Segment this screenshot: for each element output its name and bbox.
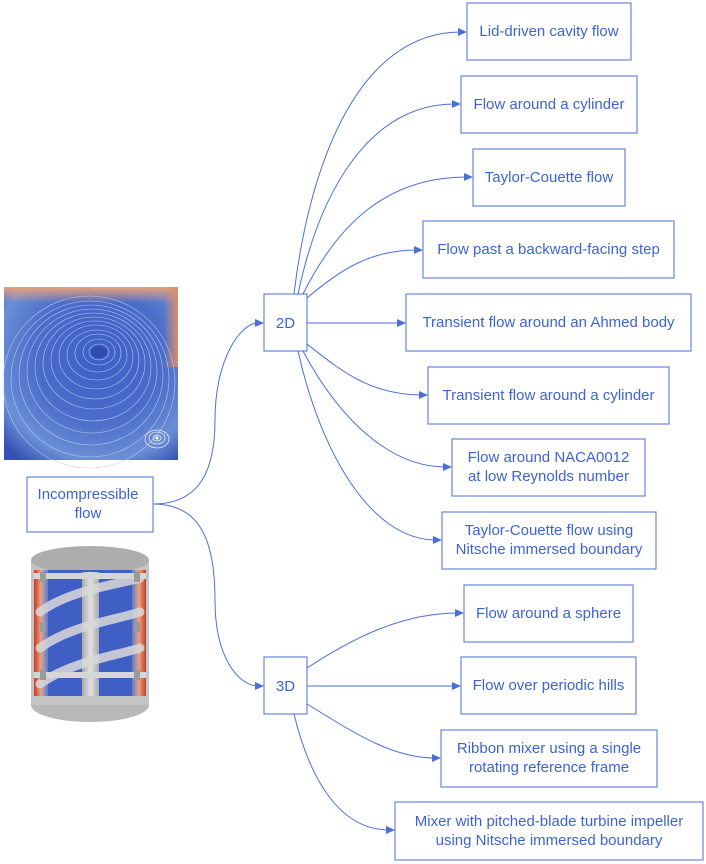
node-label: Taylor-Couette flow using xyxy=(465,522,633,539)
edge-2d-taylor-couette-nitsche-arrowhead xyxy=(433,536,442,544)
node-flow-over-periodic-hills: Flow over periodic hills xyxy=(460,656,637,715)
node-3d: 3D xyxy=(263,656,308,715)
edge-2d-transient-cylinder xyxy=(306,343,423,396)
edge-3d-pbt-mixer-arrowhead xyxy=(386,826,395,834)
node-label: Flow around a cylinder xyxy=(474,96,625,113)
node-transient-flow-cylinder: Transient flow around a cylinder xyxy=(427,366,670,425)
edge-2d-lid-driven-cavity-arrowhead xyxy=(458,28,467,36)
node-label: rotating reference frame xyxy=(469,759,629,776)
node-label: Flow past a backward-facing step xyxy=(437,241,660,258)
node-label: 2D xyxy=(276,315,295,332)
edge-2d-flow-around-cylinder xyxy=(297,103,456,295)
edge-2d-lid-driven-cavity xyxy=(293,31,462,295)
edge-2d-backward-step-arrowhead xyxy=(414,246,423,254)
edge-root-to-2d xyxy=(152,322,259,505)
edge-2d-naca0012 xyxy=(302,350,447,468)
node-lid-driven-cavity-flow: Lid-driven cavity flow xyxy=(466,2,632,61)
node-transient-flow-ahmed-body: Transient flow around an Ahmed body xyxy=(405,293,692,352)
node-taylor-couette-nitsche: Taylor-Couette flow using Nitsche immers… xyxy=(441,511,657,570)
edge-2d-ahmed-body-arrowhead xyxy=(397,319,406,327)
node-flow-past-backward-facing-step: Flow past a backward-facing step xyxy=(422,220,675,279)
node-incompressible-flow: Incompressible flow xyxy=(26,476,154,533)
edge-2d-taylor-couette xyxy=(302,176,468,295)
node-label: Taylor-Couette flow xyxy=(485,169,614,186)
node-label: Lid-driven cavity flow xyxy=(479,23,618,40)
node-flow-around-a-sphere: Flow around a sphere xyxy=(463,584,634,643)
node-label: Mixer with pitched-blade turbine impelle… xyxy=(415,813,683,830)
node-label: Transient flow around an Ahmed body xyxy=(422,314,675,331)
node-label: Flow around a sphere xyxy=(476,605,621,622)
diagram-edges xyxy=(152,28,473,834)
node-label: flow xyxy=(75,505,102,522)
node-label: Ribbon mixer using a single xyxy=(457,740,641,757)
edge-2d-transient-cylinder-arrowhead xyxy=(419,391,428,399)
node-label: Nitsche immersed boundary xyxy=(456,541,643,558)
edge-2d-taylor-couette-nitsche xyxy=(297,350,437,541)
node-label: Flow over periodic hills xyxy=(473,677,625,694)
node-label: using Nitsche immersed boundary xyxy=(436,832,663,849)
node-label: at low Reynolds number xyxy=(468,468,629,485)
edge-3d-periodic-hills-arrowhead xyxy=(452,682,461,690)
node-label: Transient flow around a cylinder xyxy=(442,387,654,404)
edge-3d-pbt-mixer xyxy=(293,713,390,831)
node-ribbon-mixer: Ribbon mixer using a single rotating ref… xyxy=(440,729,658,788)
edge-3d-ribbon-mixer-arrowhead xyxy=(432,754,441,762)
node-taylor-couette-flow: Taylor-Couette flow xyxy=(472,148,626,207)
edge-3d-ribbon-mixer xyxy=(306,703,436,759)
edge-root-to-3d xyxy=(152,503,259,687)
node-flow-around-naca0012: Flow around NACA0012 at low Reynolds num… xyxy=(451,438,646,497)
edge-root-to-3d-arrowhead xyxy=(255,682,264,690)
node-label: 3D xyxy=(276,678,295,695)
edge-2d-flow-around-cylinder-arrowhead xyxy=(452,100,461,108)
node-flow-around-a-cylinder: Flow around a cylinder xyxy=(460,75,638,134)
node-label: Flow around NACA0012 xyxy=(468,449,630,466)
mixer-render-image xyxy=(31,546,149,722)
edge-root-to-2d-arrowhead xyxy=(255,319,264,327)
edge-3d-sphere xyxy=(306,612,459,669)
node-2d: 2D xyxy=(263,293,308,352)
edge-3d-sphere-arrowhead xyxy=(455,609,464,617)
edge-2d-backward-step xyxy=(306,249,418,299)
edge-2d-taylor-couette-arrowhead xyxy=(464,173,473,181)
cavity-flow-streamline-image xyxy=(2,287,178,469)
node-pitched-blade-mixer: Mixer with pitched-blade turbine impelle… xyxy=(394,801,704,861)
node-label: Incompressible xyxy=(38,486,139,503)
edge-2d-naca0012-arrowhead xyxy=(443,463,452,471)
